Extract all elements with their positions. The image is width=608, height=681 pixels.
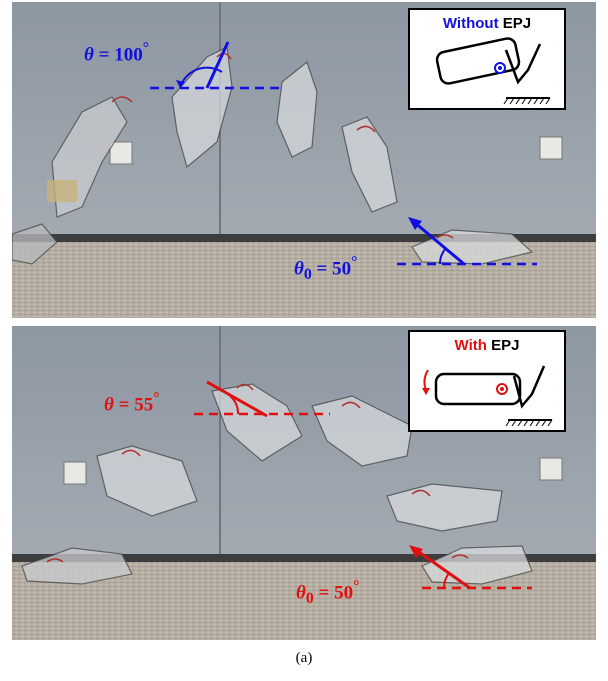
bottom-photo-panel: θ = 55° θ0 = 50° With EPJ: [12, 326, 596, 640]
support-link: [512, 365, 546, 409]
robot-red-wiring: [46, 383, 469, 563]
theta-angle-arc: [229, 395, 240, 415]
inset-title-rest: EPJ: [486, 337, 520, 354]
ground-hatch: [505, 419, 553, 427]
theta-arc-arrowhead: [176, 80, 185, 88]
wall-socket: [109, 141, 133, 165]
inset-title: Without EPJ: [410, 15, 564, 32]
theta0-launch-arrow: [413, 220, 465, 266]
theta-label: θ = 100°: [84, 40, 150, 66]
wall-socket: [539, 457, 563, 481]
figure-caption: (a): [295, 650, 313, 666]
ground-hatch: [503, 97, 551, 105]
theta0-launch-arrow: [415, 548, 471, 590]
theta0-label: θ0 = 50°: [294, 254, 358, 284]
theta-label: θ = 55°: [104, 390, 160, 416]
baseboard: [12, 234, 596, 242]
theta-body-line: [206, 380, 268, 418]
bottom-photo-scene: [12, 326, 596, 640]
inset-title-highlight: With: [454, 337, 487, 354]
robot-red-wiring: [111, 52, 454, 239]
inset-title-highlight: Without: [442, 15, 499, 32]
leg-link: [435, 37, 521, 85]
theta0-label: θ0 = 50°: [296, 578, 360, 608]
inset-with-epj: With EPJ: [408, 330, 566, 432]
inset-title: With EPJ: [410, 337, 564, 354]
robot-trajectory-frames: [21, 383, 533, 585]
top-photo-panel: θ = 100° θ0 = 50° Without EPJ: [12, 2, 596, 318]
joint-schematic: [422, 365, 553, 427]
joint-schematic: [435, 37, 551, 105]
wall-socket: [539, 136, 563, 160]
theta0-arrowhead: [409, 545, 423, 558]
robot-trajectory-frames: [12, 46, 534, 265]
rotation-arrow-icon: [423, 369, 429, 391]
support-link: [504, 43, 542, 85]
baseboard: [12, 554, 596, 562]
wall-socket: [63, 461, 87, 485]
theta0-angle-arc: [442, 571, 451, 589]
theta0-arrowhead: [408, 217, 422, 230]
theta-body-line: [205, 41, 230, 89]
inset-without-epj: Without EPJ: [408, 8, 566, 110]
theta0-angle-arc: [438, 247, 447, 265]
leg-link: [434, 372, 522, 406]
inset-title-rest: EPJ: [498, 15, 532, 32]
